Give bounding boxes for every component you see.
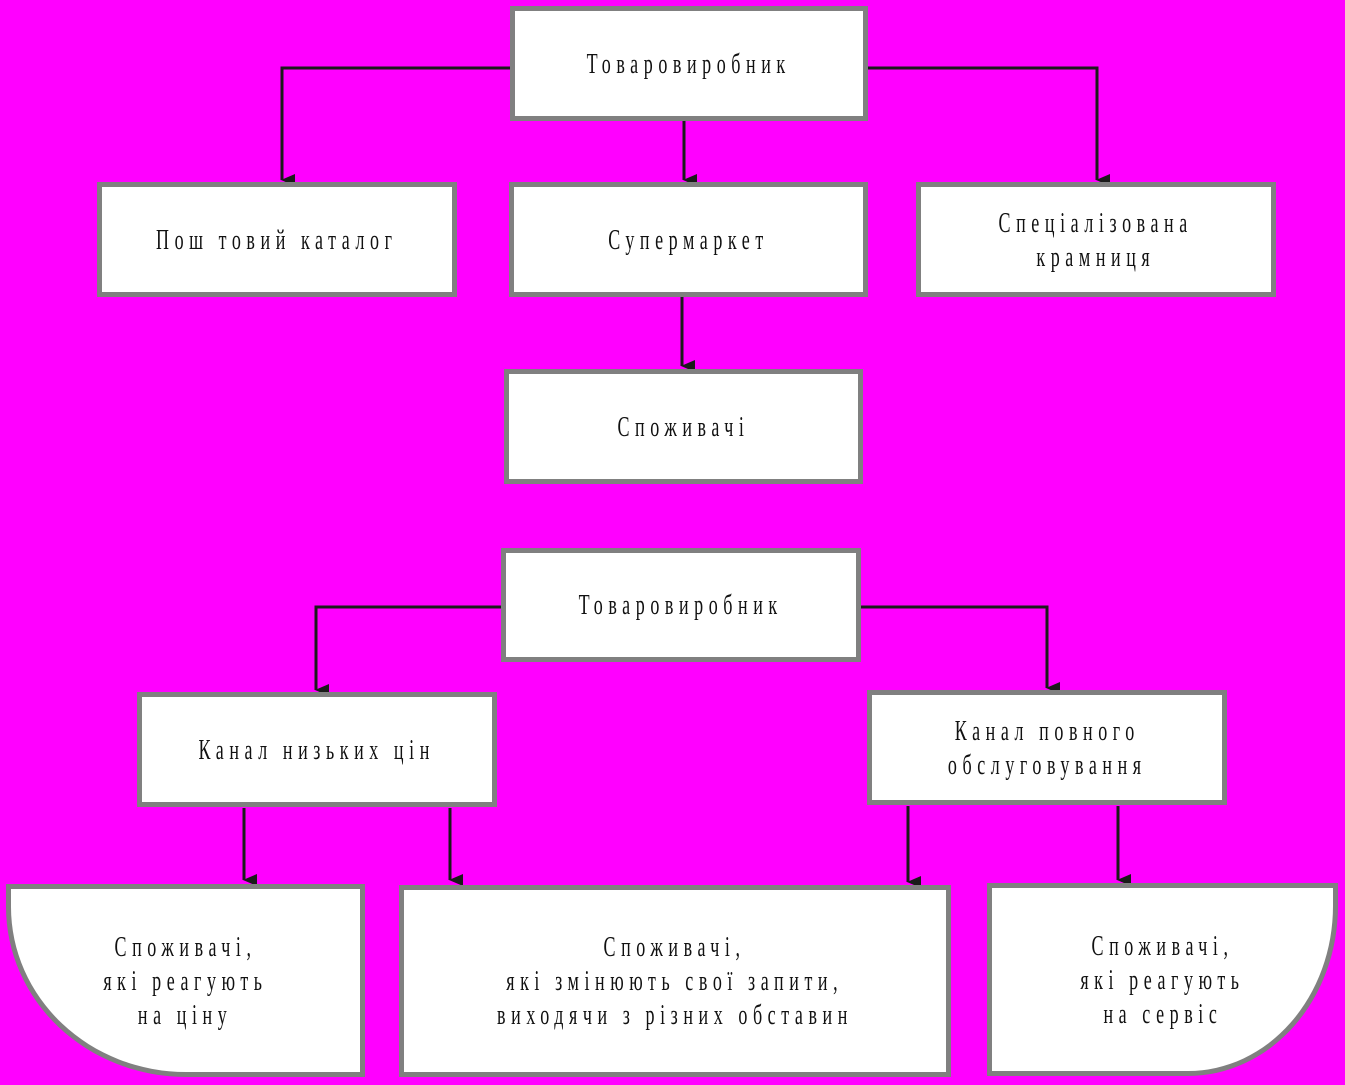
full-service-channel-line-2: обслуговування	[947, 748, 1147, 781]
consumers-box: Споживачі	[504, 369, 863, 484]
price-consumers-line-2: які реагують	[103, 964, 268, 997]
producer-box-1: Товаровиробник	[510, 6, 868, 121]
arrow-producer-to-catalog	[280, 66, 512, 186]
arrow-producer-to-specialized	[868, 66, 1110, 186]
price-consumers-line-3: на ціну	[138, 998, 233, 1031]
service-consumers-line-1: Споживачі,	[1091, 929, 1234, 962]
supermarket-label: Супермаркет	[608, 223, 769, 256]
specialized-store-box: Спеціалізована крамниця	[916, 182, 1276, 297]
mail-catalog-box: Пош товий каталог	[97, 182, 457, 297]
arrow-producer2-to-low-price	[314, 605, 502, 696]
low-price-channel-label: Канал низьких цін	[198, 733, 436, 766]
full-service-channel-line-1: Канал повного	[954, 714, 1140, 747]
service-consumers-line-2: які реагують	[1080, 963, 1245, 996]
arrow-producer2-to-full-service	[860, 605, 1060, 694]
low-price-channel-box: Канал низьких цін	[137, 692, 497, 807]
price-consumers-box: Споживачі, які реагують на ціну	[6, 884, 365, 1077]
producer-box-2: Товаровиробник	[501, 548, 861, 662]
full-service-channel-box: Канал повного обслуговування	[867, 690, 1227, 805]
changing-consumers-line-1: Споживачі,	[603, 931, 747, 963]
producer-label-2: Товаровиробник	[578, 589, 784, 621]
price-consumers-line-1: Споживачі,	[114, 930, 257, 963]
supermarket-box: Супермаркет	[509, 182, 868, 297]
producer-label-1: Товаровиробник	[586, 47, 792, 80]
consumers-label: Споживачі	[617, 410, 750, 443]
changing-consumers-box: Споживачі, які змінюють свої запити, вих…	[399, 885, 951, 1077]
specialized-store-line-1: Спеціалізована	[998, 206, 1194, 239]
changing-consumers-line-3: виходячи з різних обставин	[497, 999, 853, 1031]
changing-consumers-line-2: які змінюють свої запити,	[506, 965, 844, 997]
service-consumers-line-3: на сервіс	[1103, 997, 1222, 1030]
specialized-store-line-2: крамниця	[1036, 240, 1156, 273]
mail-catalog-label: Пош товий каталог	[156, 223, 398, 256]
